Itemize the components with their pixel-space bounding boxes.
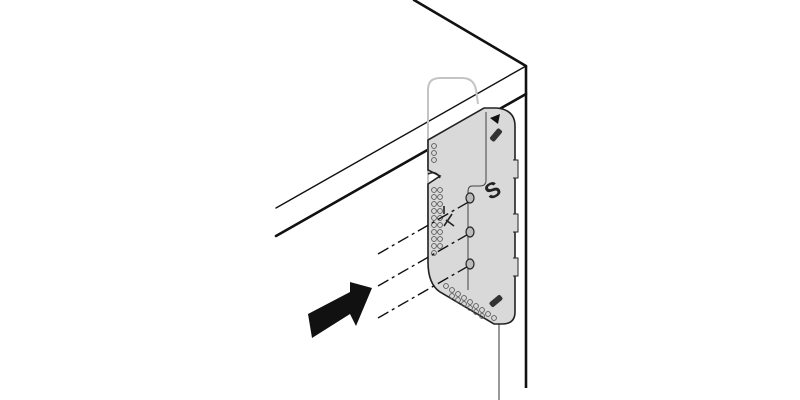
screw-icon: [465, 192, 475, 204]
screw-icon: [465, 226, 475, 238]
insertion-direction-arrow-icon: [308, 282, 372, 338]
pin-icon: [489, 295, 503, 307]
mounting-screws: [377, 192, 475, 319]
pin-icon: [490, 128, 502, 142]
screw-icon: [465, 258, 475, 270]
cabinet-side-panel: [498, 66, 528, 400]
triangle-marker-icon: [490, 114, 500, 124]
mounting-plate: S: [427, 107, 519, 325]
ghost-outline-plate: [427, 77, 479, 240]
